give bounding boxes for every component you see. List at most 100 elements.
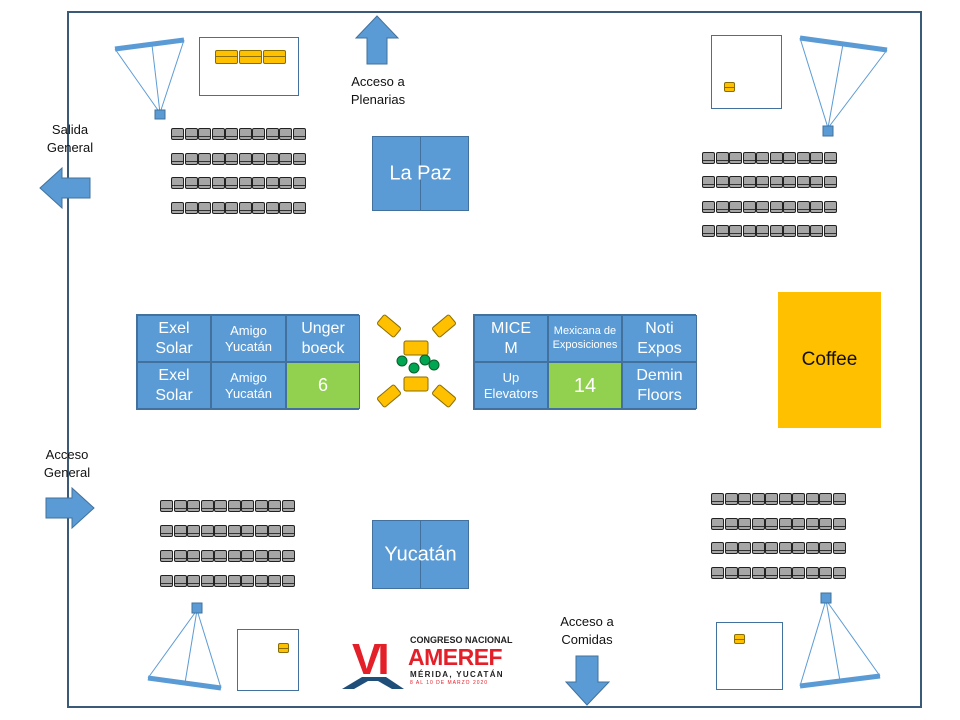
plants-icon bbox=[396, 354, 440, 374]
seat bbox=[715, 225, 729, 237]
seat bbox=[225, 177, 238, 189]
room-label: La Paz bbox=[389, 162, 452, 184]
seat bbox=[724, 493, 738, 505]
seat bbox=[729, 152, 742, 164]
label-acceso-plenarias: Acceso a Plenarias bbox=[350, 74, 406, 107]
seat bbox=[756, 201, 769, 213]
seat bbox=[211, 153, 225, 165]
seat bbox=[292, 153, 306, 165]
seat-row bbox=[160, 550, 295, 562]
seat bbox=[832, 567, 846, 579]
seat bbox=[225, 128, 238, 140]
seat bbox=[268, 575, 281, 587]
room-label: Yucatán bbox=[384, 543, 457, 565]
seat bbox=[769, 201, 783, 213]
booth-14-available[interactable]: 14 bbox=[548, 362, 622, 409]
seat bbox=[823, 201, 837, 213]
seat-row bbox=[702, 152, 837, 164]
lounge-chair bbox=[377, 314, 401, 338]
seat bbox=[198, 128, 211, 140]
seat bbox=[832, 542, 846, 554]
seat bbox=[715, 201, 729, 213]
booth-amigo-yucatan[interactable]: Amigo Yucatán bbox=[211, 362, 286, 409]
seat bbox=[810, 201, 823, 213]
booth-exel-solar[interactable]: Exel Solar bbox=[137, 362, 211, 409]
seat bbox=[702, 152, 715, 164]
seat bbox=[724, 518, 738, 530]
booth-mice-m[interactable]: MICE M bbox=[474, 315, 548, 362]
seat-row bbox=[160, 500, 295, 512]
seat bbox=[765, 567, 778, 579]
seat bbox=[265, 202, 279, 214]
seat bbox=[281, 500, 295, 512]
seat bbox=[265, 153, 279, 165]
seat bbox=[702, 225, 715, 237]
seat bbox=[711, 493, 724, 505]
arrow-left-icon bbox=[39, 166, 91, 210]
logo-line4: 8 AL 10 DE MARZO 2020 bbox=[410, 680, 489, 686]
seat bbox=[281, 525, 295, 537]
seat bbox=[225, 153, 238, 165]
seat bbox=[198, 202, 211, 214]
seat bbox=[778, 493, 792, 505]
seat bbox=[281, 550, 295, 562]
booth-exel-solar[interactable]: Exel Solar bbox=[137, 315, 211, 362]
seat bbox=[751, 567, 765, 579]
seat bbox=[765, 493, 778, 505]
seat bbox=[279, 153, 292, 165]
booth-ungerboeck[interactable]: Unger boeck bbox=[286, 315, 360, 362]
seat bbox=[214, 575, 227, 587]
booth-demin-floors[interactable]: Demin Floors bbox=[622, 362, 697, 409]
seat bbox=[173, 500, 187, 512]
booth-mexicana-exposiciones[interactable]: Mexicana de Exposiciones bbox=[548, 315, 622, 362]
room-la-paz[interactable]: La Paz bbox=[372, 136, 469, 211]
seat bbox=[184, 128, 198, 140]
lounge-chair bbox=[377, 384, 401, 408]
venue-outline bbox=[67, 11, 922, 708]
seat-row bbox=[171, 202, 306, 214]
seat bbox=[281, 575, 295, 587]
lounge-table bbox=[403, 376, 429, 392]
booth-6-available[interactable]: 6 bbox=[286, 362, 360, 409]
seat bbox=[810, 176, 823, 188]
booth-noti-expos[interactable]: Noti Expos bbox=[622, 315, 697, 362]
seat-row bbox=[711, 542, 846, 554]
seat bbox=[729, 201, 742, 213]
seat bbox=[268, 525, 281, 537]
seat bbox=[254, 550, 268, 562]
coffee-station[interactable]: Coffee bbox=[778, 292, 881, 428]
seat bbox=[805, 518, 819, 530]
seat bbox=[252, 202, 265, 214]
seat bbox=[738, 518, 751, 530]
seat bbox=[769, 225, 783, 237]
ameref-logo: VI CONGRESO NACIONAL AMEREF MÉRIDA, YUCA… bbox=[340, 634, 513, 690]
seat bbox=[805, 567, 819, 579]
seat bbox=[241, 525, 254, 537]
booth-amigo-yucatan[interactable]: Amigo Yucatán bbox=[211, 315, 286, 362]
booth-up-elevators[interactable]: Up Elevators bbox=[474, 362, 548, 409]
seat bbox=[200, 575, 214, 587]
seat bbox=[823, 152, 837, 164]
seat bbox=[769, 176, 783, 188]
seat bbox=[268, 550, 281, 562]
seat bbox=[241, 575, 254, 587]
seat bbox=[751, 518, 765, 530]
seat bbox=[241, 550, 254, 562]
seat bbox=[268, 500, 281, 512]
seat bbox=[200, 550, 214, 562]
seat-row bbox=[160, 525, 295, 537]
room-yucatan[interactable]: Yucatán bbox=[372, 520, 469, 589]
seat bbox=[765, 542, 778, 554]
seat bbox=[160, 550, 173, 562]
seat-row bbox=[711, 493, 846, 505]
seat bbox=[292, 202, 306, 214]
seat bbox=[187, 500, 200, 512]
seat bbox=[751, 493, 765, 505]
seat bbox=[279, 177, 292, 189]
seat-row bbox=[171, 177, 306, 189]
seat bbox=[738, 493, 751, 505]
seat bbox=[227, 500, 241, 512]
projector-screen-icon bbox=[114, 37, 185, 120]
seat bbox=[832, 493, 846, 505]
